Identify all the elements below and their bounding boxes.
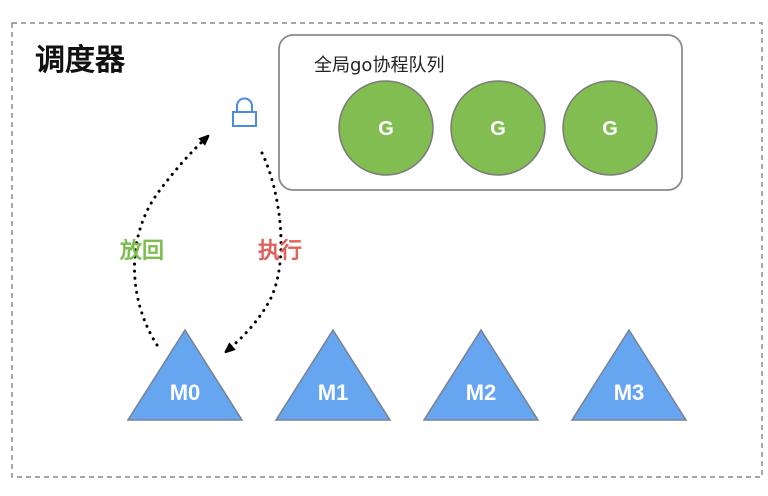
machine-triangle xyxy=(126,328,244,421)
machine-triangle xyxy=(274,328,392,421)
machine-m3: M3 xyxy=(570,328,688,421)
goroutine-label: G xyxy=(490,118,506,140)
goroutine-circle xyxy=(338,80,434,176)
lock-icon xyxy=(232,97,257,127)
machine-m2: M2 xyxy=(422,328,540,421)
goroutine: G xyxy=(562,80,658,176)
machine-label: M1 xyxy=(318,380,349,405)
machine-m1: M1 xyxy=(274,328,392,421)
machine-triangle xyxy=(570,328,688,421)
machine-label: M2 xyxy=(466,380,497,405)
goroutine-label: G xyxy=(378,118,394,140)
machine-m0: M0 xyxy=(126,328,244,421)
goroutine-circle xyxy=(450,80,546,176)
machine-triangle xyxy=(422,328,540,421)
execute-arrow xyxy=(228,151,283,350)
goroutine-circle xyxy=(562,80,658,176)
goroutine: G xyxy=(338,80,434,176)
put-back-label: 放回 xyxy=(119,238,164,264)
global-queue-label: 全局go协程队列 xyxy=(314,55,444,76)
execute-label: 执行 xyxy=(258,238,302,264)
scheduler-title: 调度器 xyxy=(35,43,126,78)
scheduler-boundary xyxy=(11,22,763,478)
goroutine: G xyxy=(450,80,546,176)
machine-label: M0 xyxy=(170,380,201,405)
machine-label: M3 xyxy=(614,380,645,405)
goroutine-label: G xyxy=(602,118,618,140)
global-queue: 全局go协程队列 G G G xyxy=(278,34,683,191)
